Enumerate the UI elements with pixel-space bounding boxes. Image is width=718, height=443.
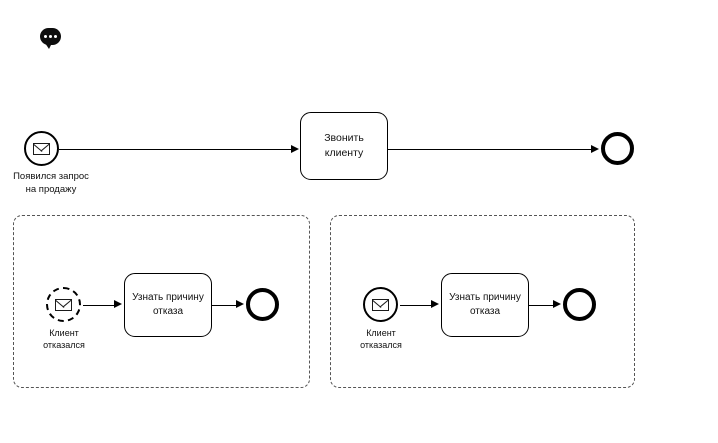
subprocess-left-flow-task-to-end: [212, 304, 237, 306]
comment-bubble-icon[interactable]: [40, 28, 61, 49]
main-start-event[interactable]: [24, 131, 59, 166]
subprocess-right[interactable]: Клиент отказался Узнать причину отказа: [330, 215, 635, 388]
subprocess-right-flow-start-to-task-arrowhead: [431, 300, 439, 308]
flow-task-to-end-arrowhead: [591, 144, 599, 153]
subprocess-right-flow-task-to-end-arrowhead: [553, 300, 561, 308]
subprocess-left-task[interactable]: Узнать причину отказа: [124, 273, 212, 337]
subprocess-left-flow-start-to-task: [83, 304, 115, 306]
flow-task-to-end: [388, 149, 592, 150]
main-end-event[interactable]: [601, 132, 634, 165]
subprocess-left-end-event[interactable]: [246, 288, 279, 321]
subprocess-left-flow-task-to-end-arrowhead: [236, 300, 244, 308]
subprocess-right-task[interactable]: Узнать причину отказа: [441, 273, 529, 337]
subprocess-right-flow-task-to-end: [529, 304, 554, 306]
comment-dots: [40, 28, 61, 45]
subprocess-left-start-event-label: Клиент отказался: [43, 328, 85, 351]
envelope-icon: [33, 142, 50, 155]
task-call-client[interactable]: Звонить клиенту: [300, 112, 388, 180]
comment-dot: [44, 35, 47, 38]
subprocess-right-start-event[interactable]: [363, 287, 398, 322]
flow-start-to-task: [59, 149, 292, 150]
envelope-icon: [55, 298, 72, 311]
main-start-event-label: Появился запрос на продажу: [13, 171, 89, 195]
comment-dot: [54, 35, 57, 38]
subprocess-right-end-event[interactable]: [563, 288, 596, 321]
subprocess-left[interactable]: Клиент отказался Узнать причину отказа: [13, 215, 310, 388]
comment-dot: [49, 35, 52, 38]
envelope-icon: [372, 298, 389, 311]
subprocess-right-flow-start-to-task: [400, 304, 432, 306]
flow-start-to-task-arrowhead: [291, 144, 299, 153]
subprocess-right-start-event-label: Клиент отказался: [360, 328, 402, 351]
subprocess-left-start-event[interactable]: [46, 287, 81, 322]
subprocess-left-flow-start-to-task-arrowhead: [114, 300, 122, 308]
